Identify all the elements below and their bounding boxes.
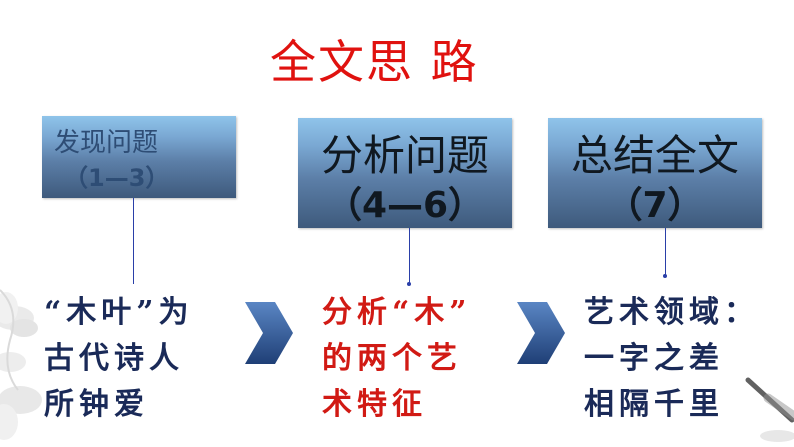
page-title: 全文思 路 — [270, 35, 479, 89]
connector-end-dot — [663, 274, 667, 278]
box-heading: 分析问题 — [320, 131, 489, 180]
detail-line: 的两个艺 — [322, 341, 462, 376]
detail-line: 相隔千里 — [584, 387, 724, 422]
detail-line: 术特征 — [322, 387, 427, 422]
connector-line — [133, 198, 134, 284]
chevron-right-icon — [245, 302, 293, 364]
box-range: （1—3） — [64, 164, 170, 192]
chevron-right-icon — [517, 302, 565, 364]
detail-line: 分析“木” — [322, 295, 472, 330]
detail-text-2: 分析“木” 的两个艺 术特征 — [322, 290, 472, 428]
detail-line: 古代诗人 — [44, 341, 184, 376]
box-heading: 发现问题 — [54, 128, 159, 158]
detail-text-1: “木叶”为 古代诗人 所钟爱 — [44, 290, 194, 428]
connector-line — [409, 228, 410, 284]
box-range: （4—6） — [325, 185, 485, 226]
detail-text-3: 艺术领域： 一字之差 相隔千里 — [584, 290, 759, 428]
box-discover-problem: 发现问题 （1—3） — [42, 116, 236, 198]
box-range: （7） — [606, 185, 704, 226]
detail-line: 艺术领域： — [584, 295, 759, 330]
brush-decoration — [745, 377, 794, 442]
detail-line: 一字之差 — [584, 341, 724, 376]
flower-decoration — [0, 289, 42, 440]
box-summarize-text: 总结全文 （7） — [548, 118, 762, 228]
connector-end-dot — [407, 282, 411, 286]
detail-line: “木叶”为 — [44, 295, 194, 330]
box-heading: 总结全文 — [570, 131, 739, 180]
connector-line — [665, 228, 666, 276]
box-analyze-problem: 分析问题 （4—6） — [298, 118, 512, 228]
detail-line: 所钟爱 — [44, 387, 149, 422]
